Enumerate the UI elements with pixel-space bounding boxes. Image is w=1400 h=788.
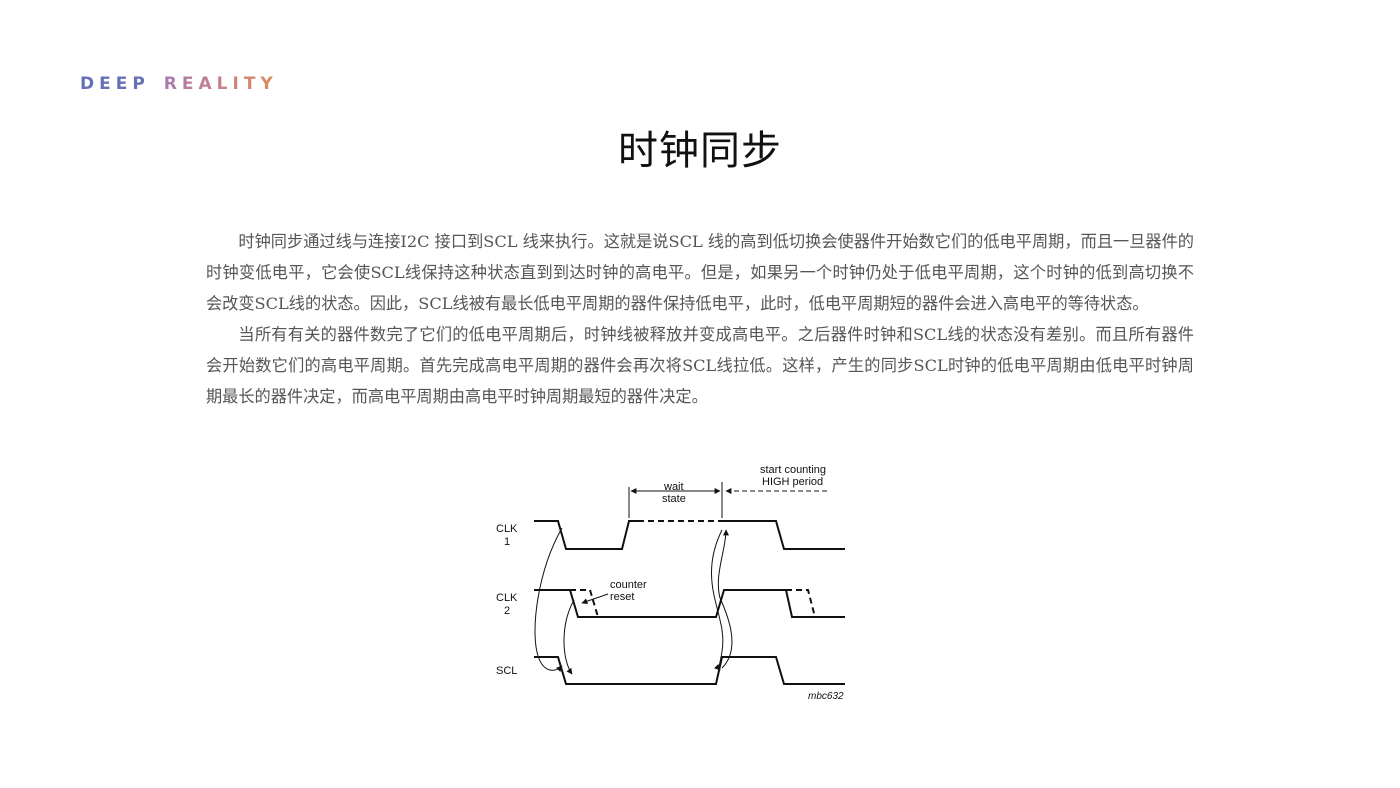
label-state: state — [662, 493, 686, 505]
arrow-clk2-to-scl — [563, 599, 575, 675]
paragraph-2: 当所有有关的器件数完了它们的低电平周期后，时钟线被释放并变成高电平。之后器件时钟… — [206, 325, 1194, 406]
label-clk1-b: 1 — [504, 536, 510, 548]
label-reset: reset — [610, 591, 634, 603]
brand-word-reality: REALITY — [163, 74, 278, 94]
label-scl: SCL — [496, 665, 517, 677]
label-figure-code: mbc632 — [808, 691, 844, 702]
brand-word-deep: DEEP — [80, 74, 150, 94]
page-title: 时钟同步 — [618, 128, 782, 174]
scl-waveform — [534, 656, 845, 685]
arrow-scl-to-clk — [717, 529, 733, 669]
clk1-waveform-high — [722, 520, 845, 550]
label-counter: counter — [610, 579, 647, 591]
label-start-counting: start counting — [760, 464, 826, 476]
clk2-dashed-2 — [786, 589, 816, 618]
clk1-waveform — [534, 520, 638, 550]
body-text: 时钟同步通过线与连接I2C 接口到SCL 线来执行。这就是说SCL 线的高到低切… — [206, 226, 1194, 412]
arrow-counter-reset — [581, 593, 609, 605]
paragraph-1: 时钟同步通过线与连接I2C 接口到SCL 线来执行。这就是说SCL 线的高到低切… — [206, 232, 1194, 313]
arrow-clk1-to-scl — [534, 527, 563, 672]
clk2-waveform — [534, 589, 845, 618]
label-clk1-a: CLK — [496, 523, 518, 535]
label-clk2-b: 2 — [504, 605, 510, 617]
label-high-period: HIGH period — [762, 476, 823, 488]
arrow-clk1-rise-to-scl — [711, 529, 724, 671]
brand-logo: DEEP REALITY — [80, 74, 278, 94]
clock-sync-timing-diagram: CLK 1 CLK 2 SCL wait state start countin… — [496, 464, 845, 702]
label-clk2-a: CLK — [496, 592, 518, 604]
clk2-dashed-1 — [570, 589, 599, 618]
